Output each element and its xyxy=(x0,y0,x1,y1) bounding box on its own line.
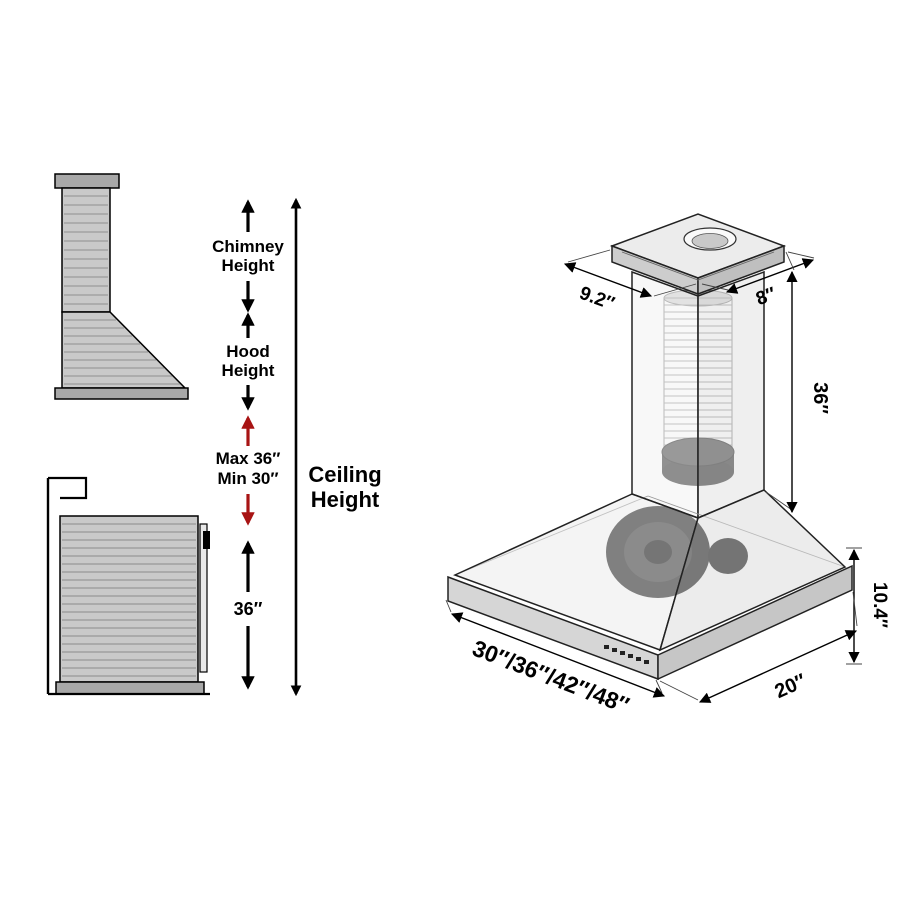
range-handle xyxy=(203,531,210,549)
range-base xyxy=(55,681,205,695)
hood-widths-dimline xyxy=(450,612,666,698)
hood-height-dim-label: 10.4″ xyxy=(869,582,890,628)
chimney-texture xyxy=(64,195,108,305)
side-profile-range xyxy=(46,476,210,696)
mount-height-label: 36″ xyxy=(234,599,263,619)
top-width-dimline xyxy=(563,262,653,298)
chimney-height-label-line1: Chimney xyxy=(212,237,284,256)
cabinet-corner xyxy=(48,476,88,500)
side-hood-canopy xyxy=(61,311,187,389)
clearance-label-line2: Min 30″ xyxy=(217,469,278,488)
side-hood-lip xyxy=(54,387,189,400)
canopy-texture xyxy=(64,319,180,385)
chimney-duct-cover xyxy=(631,270,765,520)
range-texture xyxy=(62,523,196,677)
ceiling-height-label-line1: Ceiling xyxy=(308,462,381,487)
hood-height-label-line1: Hood xyxy=(226,342,269,361)
side-profile-wall-hood xyxy=(54,173,189,400)
hood-height-label-line2: Height xyxy=(222,361,275,380)
chimney-height-label-line2: Height xyxy=(222,256,275,275)
ceiling-height-label-line2: Height xyxy=(311,487,380,512)
range-body xyxy=(59,515,199,683)
hood-depth-label: 20″ xyxy=(772,670,810,703)
top-width-label: 9.2″ xyxy=(577,283,618,315)
side-chimney-cap xyxy=(54,173,120,189)
clearance-label-line1: Max 36″ xyxy=(216,449,281,468)
chimney-height-dim-label: 36″ xyxy=(809,382,831,414)
height-annotations: Chimney Height Hood Height Max 36″ Min 3… xyxy=(212,199,284,690)
duct-opening-dimline xyxy=(725,258,815,294)
ceiling-height-dimension: Ceiling Height xyxy=(290,197,382,697)
range-side-panel xyxy=(199,523,208,673)
isometric-hood xyxy=(447,213,853,681)
hood-depth-dimline xyxy=(698,630,858,703)
